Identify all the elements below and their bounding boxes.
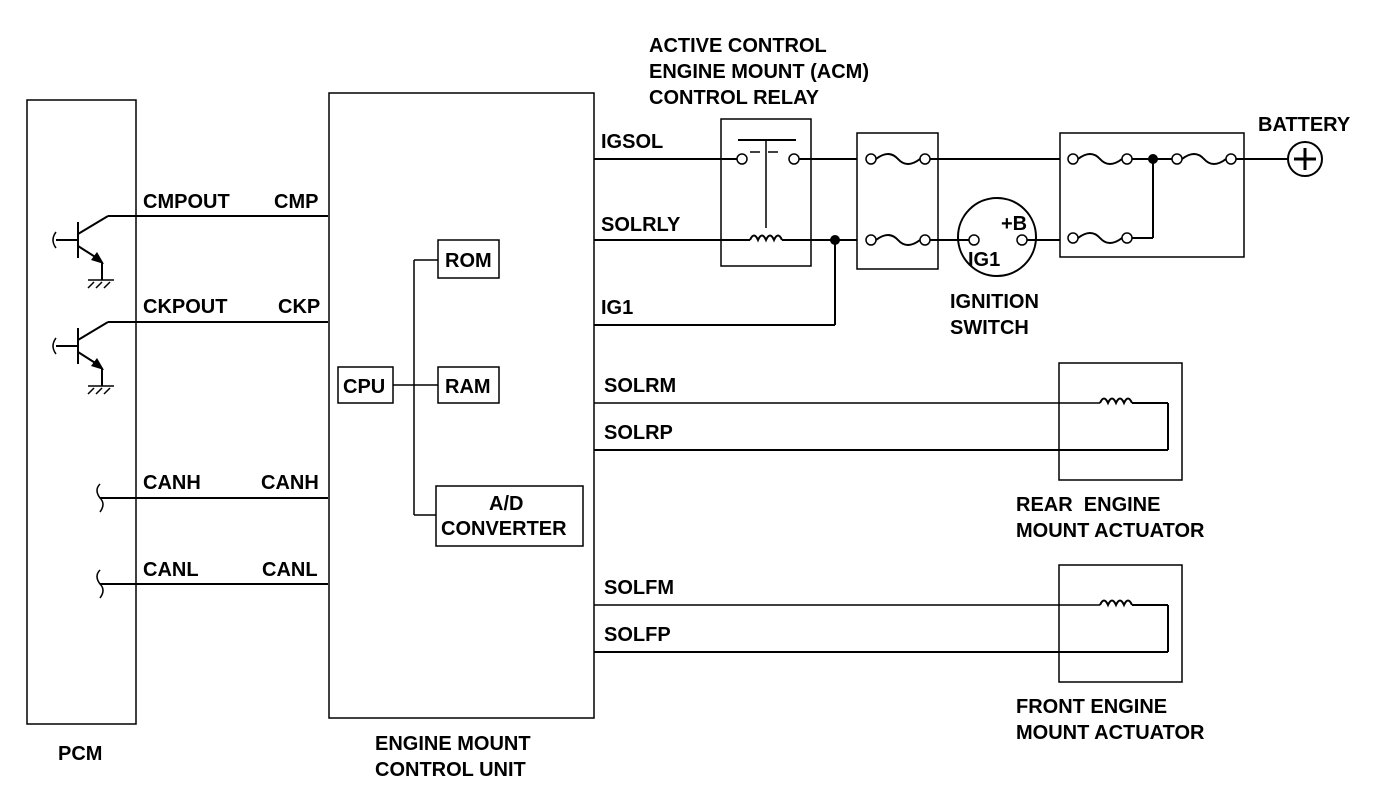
rom-block: [437, 239, 500, 279]
ignition-plus-b: +B: [1001, 213, 1027, 235]
ram-label: RAM: [445, 376, 491, 398]
adc-block: [435, 485, 584, 547]
label-solrm: SOLRM: [604, 375, 676, 397]
label-canh-pcm: CANH: [143, 472, 201, 494]
label-solrp: SOLRP: [604, 422, 673, 444]
pcm-module: PCM: [26, 99, 328, 765]
acm-control-relay: [720, 118, 812, 267]
label-igsol: IGSOL: [601, 131, 663, 153]
battery-terminal-icon: [1287, 141, 1323, 177]
pcm-title: PCM: [58, 743, 102, 765]
engine-mount-control-unit: ENGINE MOUNT CONTROL UNIT CPU ROM RAM A/…: [328, 92, 595, 781]
ecu-title-line1: ENGINE MOUNT: [375, 733, 531, 755]
cpu-label: CPU: [343, 376, 385, 398]
rom-label: ROM: [445, 250, 492, 272]
label-canl-ecu: CANL: [262, 559, 318, 581]
label-solfm: SOLFM: [604, 577, 674, 599]
label-cmp: CMP: [274, 191, 318, 213]
relay-title-line1: ACTIVE CONTROL: [649, 35, 827, 57]
label-ig1: IG1: [601, 297, 633, 319]
rear-actuator-title-line2: MOUNT ACTUATOR: [1016, 520, 1205, 542]
cmp-transistor-symbol: [52, 215, 114, 289]
label-ckpout: CKPOUT: [143, 296, 227, 318]
label-canh-ecu: CANH: [261, 472, 319, 494]
front-actuator-title-line1: FRONT ENGINE: [1016, 696, 1167, 718]
label-solfp: SOLFP: [604, 624, 671, 646]
ckp-transistor-symbol: [52, 321, 114, 395]
ram-block: [437, 366, 500, 404]
relay-title-line3: CONTROL RELAY: [649, 87, 820, 109]
battery-label: BATTERY: [1258, 114, 1351, 136]
adc-label-line1: A/D: [489, 493, 523, 515]
ignition-title-line2: SWITCH: [950, 317, 1029, 339]
label-solrly: SOLRLY: [601, 214, 681, 236]
ig1-junction-dot: [830, 235, 840, 245]
ignition-title-line1: IGNITION: [950, 291, 1039, 313]
rear-actuator-title-line1: REAR ENGINE: [1016, 494, 1160, 516]
ecu-title-line2: CONTROL UNIT: [375, 759, 526, 781]
front-actuator-title-line2: MOUNT ACTUATOR: [1016, 722, 1205, 744]
fuse-box-1: [856, 132, 939, 270]
ignition-ig1: IG1: [968, 249, 1000, 271]
cpu-block: [337, 366, 394, 404]
label-ckp: CKP: [278, 296, 320, 318]
label-canl-pcm: CANL: [143, 559, 199, 581]
relay-title-line2: ENGINE MOUNT (ACM): [649, 61, 869, 83]
label-cmpout: CMPOUT: [143, 191, 230, 213]
ignition-switch: +B IG1: [957, 197, 1037, 277]
rear-engine-mount-actuator: [1058, 362, 1183, 481]
adc-label-line2: CONVERTER: [441, 518, 567, 540]
front-engine-mount-actuator: [1058, 564, 1183, 683]
fuse-box-2: [1059, 132, 1245, 258]
